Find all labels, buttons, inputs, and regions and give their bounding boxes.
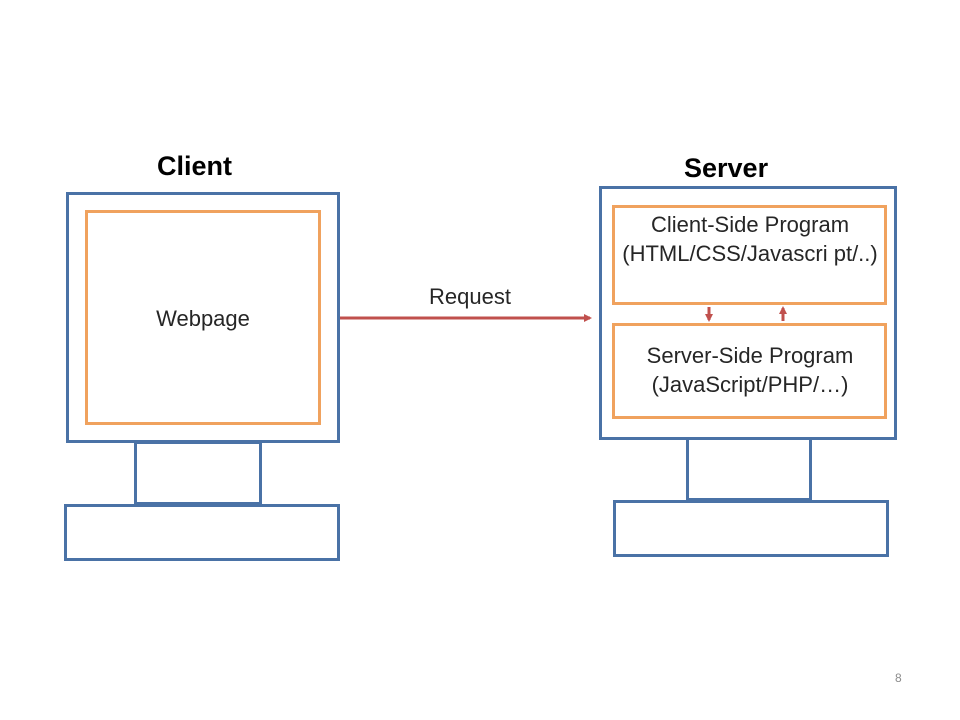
client-side-program-box bbox=[612, 205, 887, 305]
server-base bbox=[613, 500, 889, 557]
page-number: 8 bbox=[895, 671, 902, 685]
client-heading: Client bbox=[157, 151, 233, 181]
server-heading: Server bbox=[684, 153, 769, 183]
client-monitor-stand bbox=[134, 441, 262, 505]
request-label: Request bbox=[429, 284, 511, 309]
client-side-program-label: Client-Side Program (HTML/CSS/Javascri p… bbox=[622, 212, 878, 266]
server-monitor-stand bbox=[686, 437, 812, 501]
client-webpage-box bbox=[85, 210, 321, 425]
client-webpage-label: Webpage bbox=[156, 306, 250, 331]
server-side-program-label: Server-Side Program (JavaScript/PHP/…) bbox=[646, 343, 854, 397]
server-side-program-box bbox=[612, 323, 887, 419]
client-base bbox=[64, 504, 340, 561]
